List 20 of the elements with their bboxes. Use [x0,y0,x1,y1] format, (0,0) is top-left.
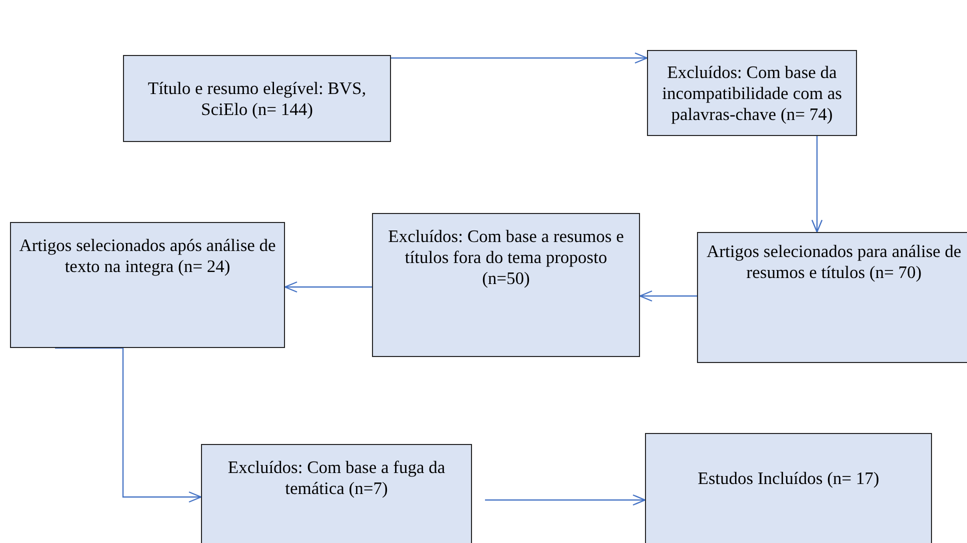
process-box [645,433,932,543]
process-box [201,444,472,543]
arrow [391,52,648,64]
box-text: Artigos selecionados após análise de texto na integra (n= 24) [19,235,276,277]
box-text: Estudos Incluídos (n= 17) [698,468,880,489]
process-box [372,213,640,357]
arrow [485,494,646,506]
box-text: Excluídos: Com base a resumos e títulos fora do tema proposto (n=50) [387,226,625,289]
arrow [811,136,823,233]
process-box [10,222,285,348]
arrow [284,281,372,293]
process-box [697,232,967,363]
box-text: Artigos selecionados para análise de resumos e títulos (n= 70) [706,241,962,283]
box-text: Excluídos: Com base da incompatibilidade com as palavras-chave (n= 74) [661,62,843,124]
box-text: Título e resumo elegível: BVS, SciElo (n= 144) [146,78,368,120]
arrow [55,347,202,503]
arrow [639,290,697,302]
process-box [123,55,391,142]
box-text: Excluídos: Com base a fuga da temática (n=7) [226,457,446,499]
process-box [647,50,857,136]
